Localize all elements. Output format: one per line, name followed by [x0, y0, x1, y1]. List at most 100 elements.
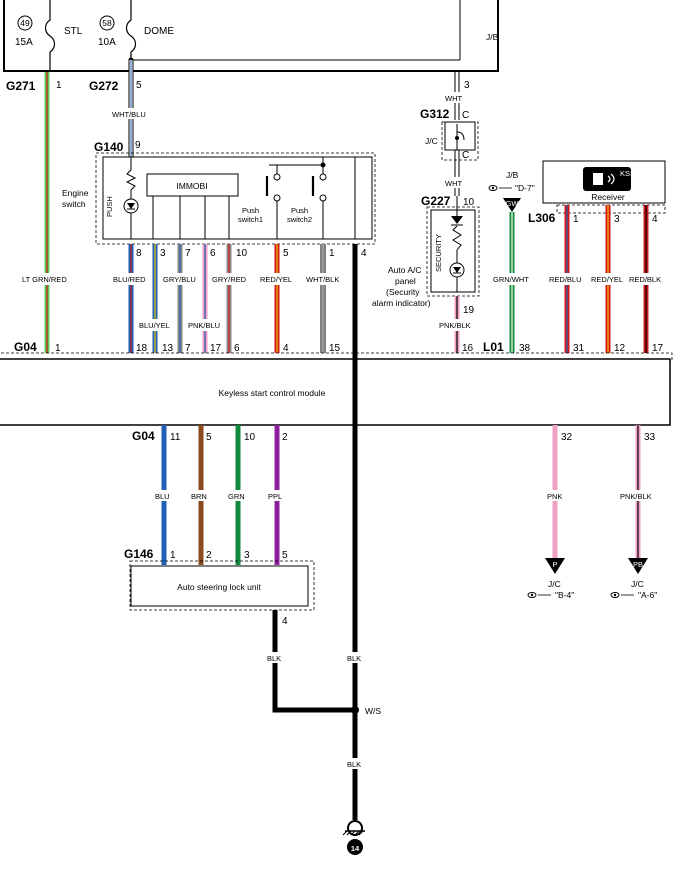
pin-label: 1 — [56, 80, 62, 91]
pin-label: 2 — [206, 550, 212, 561]
pin-label: 9 — [135, 140, 141, 151]
wire-red-blu: RED/BLU — [548, 205, 586, 353]
pin-label: 13 — [162, 343, 174, 354]
wire-blk-main: BLK BLK — [345, 244, 367, 820]
immobi-label: IMMOBI — [176, 181, 207, 191]
kss-logo: KSS — [620, 169, 635, 178]
ground-number: 14 — [351, 844, 360, 853]
wire-gry-red: GRY/RED — [211, 244, 248, 353]
wire-label: GRY/BLU — [163, 275, 196, 284]
fuse-number: 58 — [102, 18, 112, 28]
pin-label: 12 — [614, 343, 626, 354]
pin-label: 19 — [463, 305, 475, 316]
junction-block: J/B — [3, 0, 499, 72]
ws-label: W/S — [365, 706, 381, 716]
connector-l306: L306 — [528, 211, 556, 225]
key-icon — [593, 173, 603, 185]
jb-internal-dome-line — [128, 0, 461, 63]
wire-label: BLU/YEL — [139, 321, 170, 330]
module-label: Keyless start control module — [219, 388, 326, 398]
wire-ppl: PPL — [265, 425, 289, 565]
pin-label: 7 — [185, 248, 191, 259]
keyless-start-module: Keyless start control module — [0, 352, 673, 426]
wire-pnk-blk-top: PNK/BLK — [438, 296, 476, 353]
wire-label: PNK/BLK — [620, 492, 652, 501]
fuse-number: 49 — [20, 18, 30, 28]
auto-ac-panel: G227 10 SECURITY Auto A/C panel (Securit… — [372, 194, 480, 316]
pin-label: 10 — [244, 432, 256, 443]
wire-grn: GRN — [226, 425, 250, 565]
push-switch2-label-1: Push — [291, 206, 308, 215]
pin-label: 1 — [573, 214, 579, 225]
pin-label: 6 — [210, 248, 216, 259]
pin-label: 5 — [136, 80, 142, 91]
pin-label: C — [462, 150, 469, 161]
engine-switch-label-2: switch — [62, 199, 86, 209]
fuse-rating: 15A — [15, 37, 33, 48]
pin-label: 11 — [170, 432, 181, 443]
fuse-dome: 58 10A DOME — [98, 0, 174, 60]
jb-ref-code: "D-7" — [515, 183, 535, 193]
fuse-stl: 49 15A STL — [15, 0, 83, 72]
connector-g146: G146 — [124, 547, 154, 561]
gw-tag: GW — [506, 199, 520, 208]
wire-blu-yel: BLU/YEL — [138, 244, 174, 353]
connector-g140: G140 — [94, 140, 124, 154]
pin-label: 3 — [614, 214, 620, 225]
push-switch1-label-2: switch1 — [238, 215, 263, 224]
auto-steering-lock-unit: G146 1 2 3 5 Auto steering lock unit 4 — [124, 547, 315, 627]
wire-red-blk: RED/BLK — [628, 205, 665, 353]
pin-label: 38 — [519, 343, 531, 354]
pin-label: 1 — [329, 248, 335, 259]
wire-red-yel-right: RED/YEL — [590, 205, 627, 353]
wire-label: WHT/BLU — [112, 110, 146, 119]
fuse-rating: 10A — [98, 37, 116, 48]
wire-label: RED/YEL — [260, 275, 292, 284]
fuse-name: DOME — [144, 26, 174, 37]
push-led: PUSH — [105, 157, 139, 239]
jb-d7-reference: J/B "D-7" GW — [488, 170, 535, 212]
auto-ac-label-4: alarm indicator) — [372, 298, 431, 308]
connector-g227: G227 — [421, 194, 451, 208]
wire-lt-grn-red: LT GRN/RED — [16, 72, 88, 353]
push-switch1-label-1: Push — [242, 206, 259, 215]
pin-label: 3 — [464, 80, 470, 91]
wire-label: PNK/BLU — [188, 321, 220, 330]
jc-pb-terminal: PB J/C "A-6" — [610, 558, 657, 600]
steering-lock-label: Auto steering lock unit — [177, 582, 261, 592]
pin-label: 5 — [282, 550, 288, 561]
joint-connector-g312: G312 C J/C C — [420, 107, 479, 161]
wire-label: GRN/WHT — [493, 275, 529, 284]
receiver: KSS Receiver L306 1 3 4 — [528, 160, 666, 225]
connector-g04-bottom: G04 — [132, 429, 155, 443]
pin-label: 3 — [244, 550, 250, 561]
pin-label: 2 — [282, 432, 288, 443]
pin-label: 18 — [136, 343, 148, 354]
wire-label: PNK — [547, 492, 562, 501]
fuse-name: STL — [64, 26, 83, 37]
pin-label: 15 — [329, 343, 341, 354]
wire-red-yel-left: RED/YEL — [259, 244, 296, 353]
pin-label: 3 — [160, 248, 166, 259]
pin-label: 17 — [210, 343, 222, 354]
wire-blu-red: BLU/RED — [112, 244, 150, 353]
push-switch-1: Push switch1 — [238, 157, 326, 239]
jc-p-label: J/C — [548, 579, 561, 589]
wire-blk-lock: BLK — [265, 610, 355, 713]
jb-label: J/B — [486, 32, 499, 42]
ground-14: 14 — [342, 820, 365, 855]
wire-pnk-blk-bottom: PNK/BLK — [619, 425, 657, 558]
wire-label: WHT — [445, 94, 462, 103]
wire-wht-blk: WHT/BLK — [305, 244, 342, 353]
g140-bottom-pins: 8 3 7 6 10 5 1 4 — [136, 248, 367, 259]
pin-label: 10 — [463, 197, 475, 208]
g04-l01-top-pins: G04 1 18 13 7 17 6 4 15 16 L01 38 31 12 … — [14, 340, 664, 354]
auto-ac-label-3: (Security — [386, 287, 420, 297]
wire-pnk: PNK — [544, 425, 568, 558]
connector-l01: L01 — [483, 340, 504, 354]
jc-p-terminal: P J/C "B-4" — [527, 558, 574, 600]
auto-ac-label-1: Auto A/C — [388, 265, 422, 275]
wire-label: WHT/BLK — [306, 275, 339, 284]
jc-pb-label: J/C — [631, 579, 644, 589]
pin-label: 6 — [234, 343, 240, 354]
